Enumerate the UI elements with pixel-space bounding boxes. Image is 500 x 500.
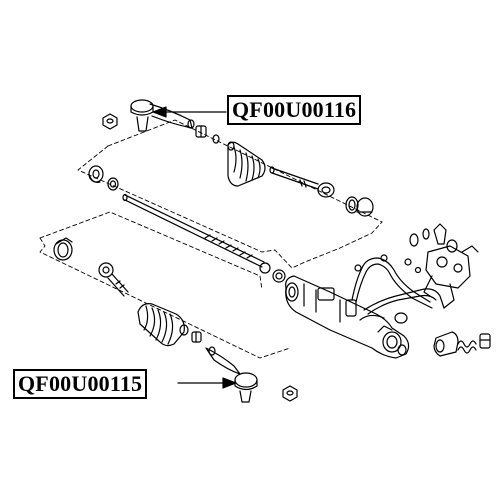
upper-group-dashed-outline [77, 145, 383, 269]
steering-rack-bar [122, 193, 286, 283]
upper-boot [227, 141, 266, 187]
lower-group-dashed-outline [39, 211, 263, 291]
upper-group-dashed-outline-top [107, 119, 383, 223]
rack-bushing-pieces [88, 165, 119, 191]
upper-inner-tie-rod [269, 166, 335, 198]
control-valve-cluster [423, 245, 479, 309]
lower-tie-rod-end [205, 346, 258, 403]
lower-boot-clamp [53, 237, 73, 261]
lower-callout-arrowhead [222, 377, 237, 389]
hydraulic-lines [351, 254, 445, 315]
valve-fittings [404, 223, 458, 274]
upper-callout-arrowhead [152, 106, 167, 118]
rack-yoke-adjuster [433, 331, 459, 357]
lower-group-dashed-outline-bottom [39, 237, 291, 359]
part-number-label-upper: QF00U00116 [227, 95, 362, 125]
lower-locknut [191, 331, 202, 343]
lower-inner-tie-rod [98, 262, 129, 297]
upper-tie-rod-end-nut [102, 113, 118, 130]
upper-locknut [195, 125, 220, 144]
lower-tie-rod-end-nut [282, 385, 298, 402]
pinion-o-ring [394, 312, 408, 324]
lower-boot [137, 303, 189, 347]
upper-boot-clamps [345, 196, 374, 217]
yoke-spring [457, 340, 477, 354]
rack-housing [285, 275, 410, 359]
yoke-plug [479, 333, 491, 349]
part-number-label-lower: QF00U00115 [13, 369, 148, 399]
